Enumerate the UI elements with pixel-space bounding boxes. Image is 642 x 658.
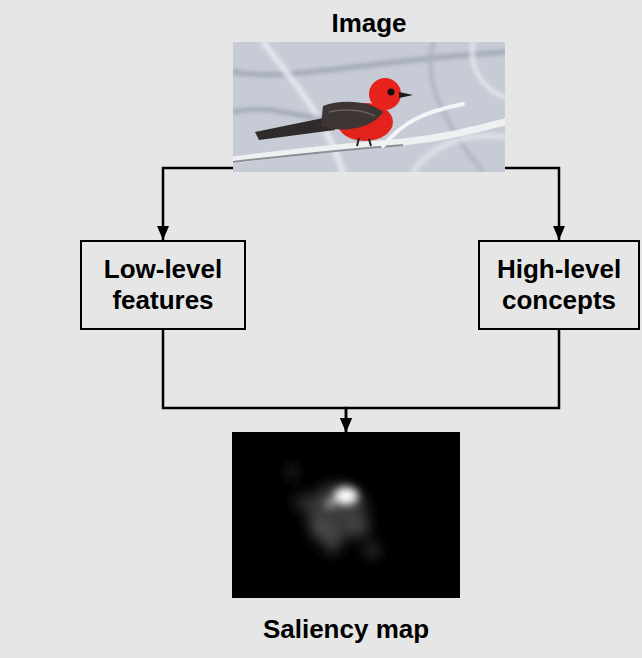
box-label: High-level concepts (480, 254, 638, 316)
image-panel: Image (233, 42, 505, 172)
panel-caption: Image (331, 8, 406, 39)
process-box: Low-level features (80, 240, 246, 330)
process-box: High-level concepts (478, 240, 640, 330)
saliency-heatmap (232, 432, 460, 598)
saliency-panel: Saliency map (232, 432, 460, 598)
flow-arrow (163, 168, 233, 240)
box-label: Low-level features (82, 254, 244, 316)
flow-arrow (505, 168, 559, 240)
flow-arrow (346, 330, 559, 432)
panel-caption: Saliency map (263, 614, 429, 645)
flow-arrow (163, 330, 346, 432)
bird-photo (233, 42, 505, 172)
